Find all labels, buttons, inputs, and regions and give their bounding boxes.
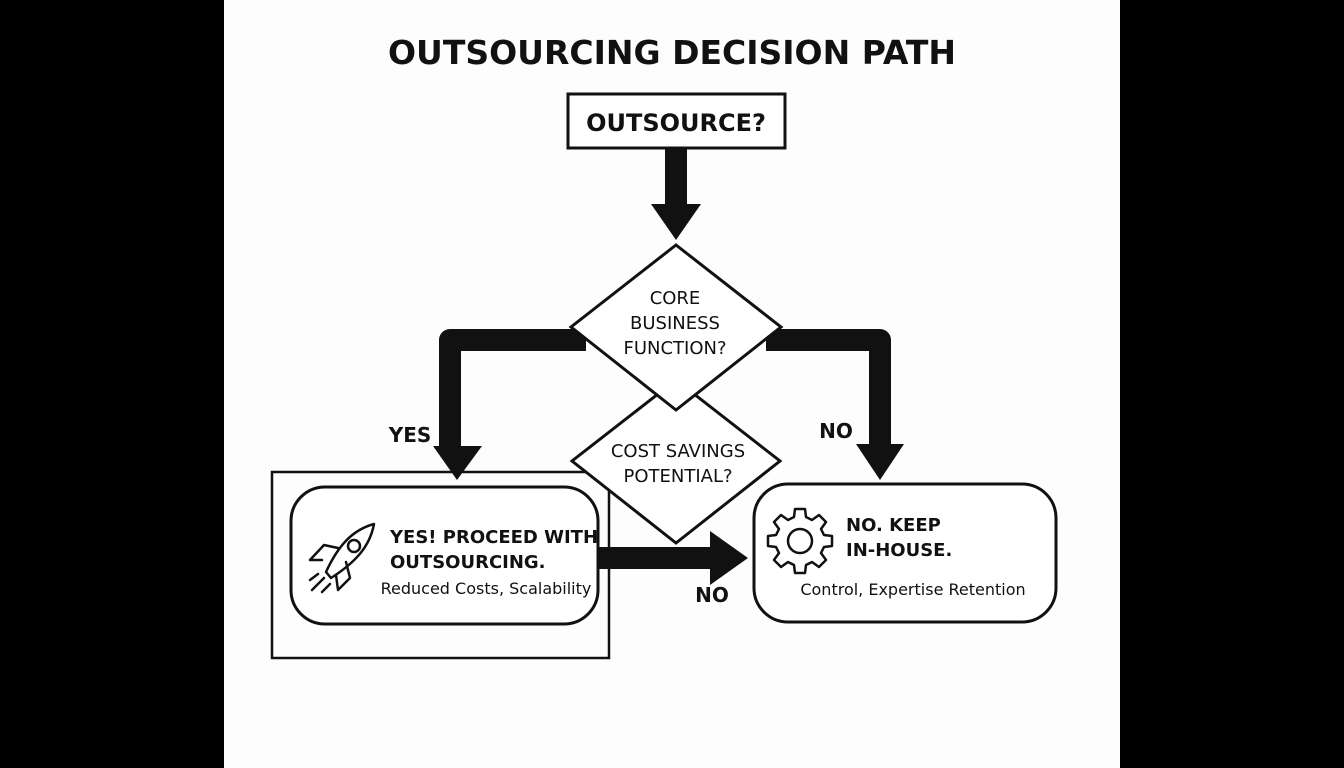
label-no-right: NO <box>819 419 853 443</box>
outcome-yes-heading-1: YES! PROCEED WITH <box>389 527 598 548</box>
outcome-yes-box: YES! PROCEED WITH OUTSOURCING. Reduced C… <box>289 485 600 626</box>
label-yes: YES <box>388 423 432 447</box>
decision-core-line-1: CORE <box>650 288 701 309</box>
rocket-icon <box>308 522 376 594</box>
outcome-no-heading-1: NO. KEEP <box>846 515 941 536</box>
arrow-start-to-core <box>651 148 701 240</box>
decision-cost-line-1: COST SAVINGS <box>611 441 745 462</box>
outcome-yes-detail: Reduced Costs, Scalability <box>381 579 592 598</box>
arrow-cost-no <box>598 531 748 585</box>
decision-core-business: CORE BUSINESS FUNCTION? <box>568 243 784 412</box>
decision-core-line-2: BUSINESS <box>630 313 720 334</box>
arrow-no-branch <box>766 329 904 480</box>
decision-cost-line-2: POTENTIAL? <box>623 466 732 487</box>
decision-core-line-3: FUNCTION? <box>623 338 726 359</box>
outcome-no-box: NO. KEEP IN-HOUSE. Control, Expertise Re… <box>752 482 1058 624</box>
arrow-yes-branch <box>433 329 586 480</box>
start-box: OUTSOURCE? <box>566 92 787 150</box>
decision-cost-savings: COST SAVINGS POTENTIAL? <box>569 378 783 545</box>
diagram-title: OUTSOURCING DECISION PATH <box>388 33 956 72</box>
outcome-yes-heading-2: OUTSOURCING. <box>390 552 546 573</box>
outcome-no-detail: Control, Expertise Retention <box>800 580 1025 599</box>
gear-icon <box>766 507 834 575</box>
start-box-label: OUTSOURCE? <box>586 109 766 137</box>
label-no-bottom: NO <box>695 583 729 607</box>
outcome-no-heading-2: IN-HOUSE. <box>846 540 952 561</box>
